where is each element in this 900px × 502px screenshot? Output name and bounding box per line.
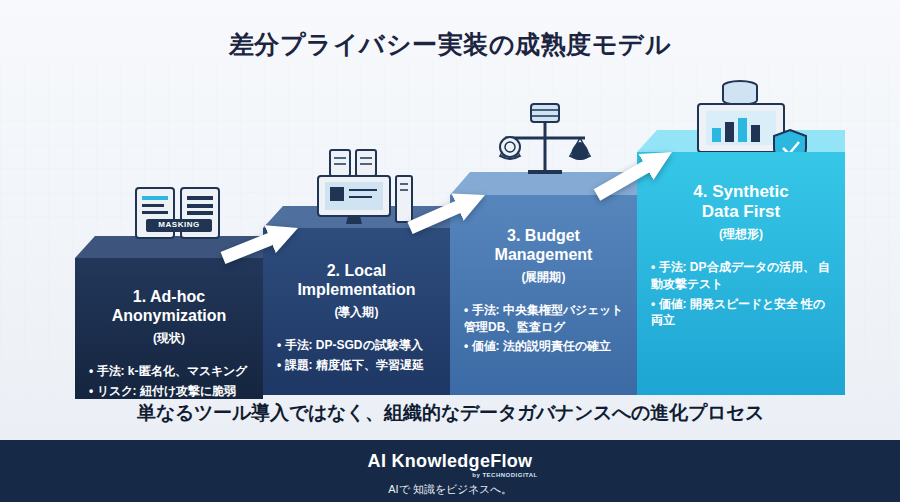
budget-scale-icon: [505, 142, 515, 152]
node-heading: 3. Budget Management: [459, 227, 629, 265]
computer-icon: [325, 182, 383, 210]
maturity-step: 4. Synthetic Data First (理想形) • 手法: DP合成デー…: [637, 152, 845, 395]
masking-icon: [187, 204, 213, 208]
computer-icon: [396, 176, 412, 222]
background-grid: [0, 60, 900, 440]
masking-icon: [142, 196, 168, 200]
node-heading: 2. Local Implementation: [272, 262, 442, 300]
masking-icon: [136, 188, 219, 238]
node-text: • 手法: DP-SGDの試験導入: [263, 337, 450, 354]
step-top-face: [450, 172, 637, 195]
maturity-step: 2. Local Implementation (導入期) • 手法: DP-SGD…: [263, 228, 450, 395]
node-text: by TECHNODIGITAL: [472, 472, 538, 478]
budget-scale-icon: [500, 104, 590, 172]
synthetic-data-icon: [723, 86, 757, 105]
diagram-caption: 単なるツール導入ではなく、組織的なデータガバナンスへの進化プロセス: [60, 400, 840, 426]
node-text: • リスク: 紐付け攻撃に脆弱: [75, 383, 263, 400]
computer-icon: [346, 216, 362, 224]
budget-scale-icon: [531, 110, 559, 116]
computer-icon: [318, 176, 390, 216]
node-text: • 手法: DP合成データの活用、 自動攻撃テスト: [637, 259, 845, 293]
computer-icon: [400, 184, 408, 190]
synthetic-data-icon: [738, 118, 747, 142]
budget-scale-icon: [528, 170, 562, 174]
progress-arrow: [597, 160, 658, 195]
progress-arrow: [223, 234, 283, 258]
node-text: • 価値: 法的説明責任の確立: [450, 338, 637, 355]
synthetic-data-icon: [706, 111, 776, 145]
node-heading: 1. Ad-hoc Anonymization: [84, 288, 254, 326]
masking-icon: [187, 196, 213, 200]
computer-icon: [334, 158, 372, 164]
synthetic-data-icon: [698, 104, 784, 152]
computer-icon: [330, 150, 350, 176]
masking-icon: [142, 204, 164, 207]
computer-icon: [318, 150, 412, 224]
budget-scale-icon: [531, 104, 559, 122]
node-text: AIで 知識をビジネスへ。: [388, 482, 511, 497]
synthetic-data-icon: [751, 125, 760, 142]
synthetic-data-icon: [725, 122, 734, 142]
node-text: • 手法: k-匿名化、マスキング: [75, 363, 263, 380]
synthetic-data-icon: [712, 128, 721, 142]
node-heading: 4. Synthetic Data First: [676, 182, 806, 222]
node-text: • 価値: 開発スピードと安全 性の両立: [637, 296, 845, 330]
diagram-title: 差分プライバシー実装の成熟度モデル: [0, 28, 900, 61]
node-text: (現状): [153, 330, 185, 347]
node-text: (展開期): [522, 269, 566, 286]
node-text: (理想形): [719, 226, 763, 243]
node-text: (導入期): [335, 304, 379, 321]
computer-icon: [349, 190, 377, 197]
node-text: • 課題: 精度低下、学習遅延: [263, 357, 450, 374]
node-heading: AI KnowledgeFlow: [368, 451, 533, 472]
computer-icon: [330, 187, 344, 201]
progress-arrow: [410, 201, 470, 228]
budget-scale-icon: [544, 122, 547, 170]
icon-label: MASKING: [146, 220, 212, 229]
maturity-step: 3. Budget Management (展開期) • 手法: 中央集権型バジェッ…: [450, 195, 637, 395]
maturity-step: 1. Ad-hoc Anonymization (現状) • 手法: k-匿名化、マ…: [75, 258, 263, 399]
footer-band: AI KnowledgeFlowby TECHNODIGITAL AIで 知識をビ…: [0, 440, 900, 502]
budget-scale-icon: [500, 137, 520, 157]
computer-icon: [356, 150, 376, 176]
budget-scale-icon: [500, 156, 590, 159]
node-text: • 手法: 中央集権型バジェット 管理DB、監査ログ: [450, 302, 637, 336]
masking-icon: [187, 211, 213, 215]
step-top-face: [75, 236, 263, 258]
masking-icon: [142, 211, 168, 214]
masking-icon: [146, 219, 212, 232]
